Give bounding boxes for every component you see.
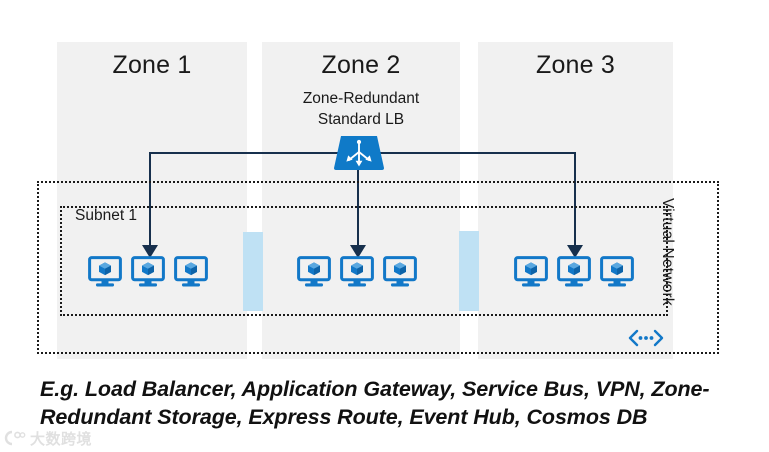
- virtual-network-boundary: [37, 181, 719, 354]
- zone-title-1: Zone 1: [112, 51, 192, 79]
- load-balancer-icon[interactable]: [334, 136, 384, 170]
- virtual-network-label: Virtual Network: [659, 198, 676, 306]
- virtual-machine-icon[interactable]: [514, 256, 548, 288]
- subnet-label: Subnet 1: [75, 207, 138, 224]
- subnet-boundary: [60, 206, 668, 316]
- virtual-machine-icon[interactable]: [131, 256, 165, 288]
- arrowhead-zone2: [350, 245, 366, 258]
- watermark-logo-icon: [4, 430, 26, 446]
- zone-panel-1: [57, 42, 247, 359]
- virtual-machine-icon[interactable]: [174, 256, 208, 288]
- arrowhead-zone3: [567, 245, 583, 258]
- virtual-machine-icon[interactable]: [600, 256, 634, 288]
- virtual-machine-icon[interactable]: [340, 256, 374, 288]
- zone-title-2: Zone 2: [321, 51, 401, 79]
- virtual-machine-icon[interactable]: [557, 256, 591, 288]
- connector-vertical-zone1: [149, 152, 151, 248]
- virtual-machine-icon[interactable]: [88, 256, 122, 288]
- virtual-machine-icon[interactable]: [383, 256, 417, 288]
- zone-separator-bar-2: [459, 231, 479, 311]
- zone2-subtitle-line2: Standard LB: [317, 110, 405, 128]
- zone-separator-bar-1: [243, 232, 263, 311]
- arrowhead-zone1: [142, 245, 158, 258]
- zone-panel-2: [262, 42, 460, 359]
- zone2-subtitle-line1: Zone-Redundant: [302, 90, 420, 107]
- subnet-chevron-icon[interactable]: [628, 328, 664, 348]
- zone2-subtitle: Zone-Redundant Standard LB: [262, 89, 460, 131]
- connector-vertical-zone2: [357, 170, 359, 248]
- virtual-machine-icon[interactable]: [297, 256, 331, 288]
- caption-text: E.g. Load Balancer, Application Gateway,…: [40, 377, 710, 430]
- zone-title-3: Zone 3: [535, 51, 616, 79]
- connector-vertical-zone3: [574, 152, 576, 248]
